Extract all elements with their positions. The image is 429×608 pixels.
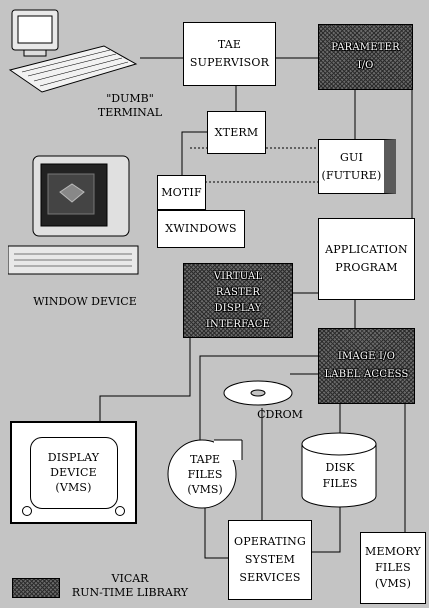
legend-line2: RUN-TIME LIBRARY: [71, 586, 189, 599]
application-line1: APPLICATION: [325, 243, 408, 256]
computer-terminal-icon: [8, 9, 138, 93]
display-device-icon: DISPLAY DEVICE (VMS): [10, 421, 137, 524]
line-xterm-motif: [181, 131, 207, 175]
motif-label: MOTIF: [161, 185, 202, 199]
tae-supervisor-line1: TAE: [217, 38, 242, 51]
xwindows-box: XWINDOWS: [157, 210, 245, 248]
imageio-line2: LABEL ACCESS: [324, 369, 409, 380]
display-device-line1: DISPLAY: [47, 451, 100, 464]
disk-cylinder-icon: [301, 432, 377, 508]
legend-label: VICAR RUN-TIME LIBRARY: [60, 572, 200, 600]
display-knob-left: [22, 506, 32, 516]
os-line3: SERVICES: [239, 571, 301, 584]
application-program-box: APPLICATION PROGRAM: [318, 218, 415, 300]
parameter-io-box: PARAMETER I/O: [318, 24, 413, 90]
tape-line3: (VMS): [187, 483, 223, 496]
tape-line2: FILES: [187, 468, 223, 481]
disk-files-label: DISK FILES: [305, 460, 375, 492]
virtual-raster-display-interface-box: VIRTUAL RASTER DISPLAY INTERFACE: [183, 263, 293, 338]
imageio-line1: IMAGE I/O: [337, 351, 396, 362]
legend-line1: VICAR: [111, 572, 149, 585]
tape-line1: TAPE: [189, 453, 221, 466]
dumb-terminal-line2: TERMINAL: [97, 106, 163, 119]
xterm-label: XTERM: [214, 125, 259, 139]
tae-supervisor-line2: SUPERVISOR: [189, 56, 270, 69]
os-line2: SYSTEM: [244, 553, 296, 566]
cdrom-disc-icon: [223, 380, 293, 406]
cdrom-label: CDROM: [257, 408, 303, 421]
line-imageio-tape: [199, 355, 318, 440]
operating-system-services-box: OPERATING SYSTEM SERVICES: [228, 520, 312, 600]
line-tape-os: [204, 505, 228, 559]
tape-reel-icon: [167, 439, 243, 509]
display-knob-right: [115, 506, 125, 516]
motif-box: MOTIF: [157, 175, 206, 210]
workstation-icon: [8, 155, 139, 275]
memory-line2: FILES: [375, 561, 411, 574]
memory-line3: (VMS): [374, 577, 412, 590]
image-io-label-access-box: IMAGE I/O LABEL ACCESS: [318, 328, 415, 404]
line-disk-os: [312, 505, 341, 553]
vrdi-line1: VIRTUAL: [213, 270, 263, 282]
memory-line1: MEMORY: [365, 545, 421, 558]
disk-line2: FILES: [322, 477, 358, 490]
parameter-io-line2: I/O: [357, 60, 374, 71]
legend-swatch: [12, 578, 60, 598]
memory-files-box: MEMORY FILES (VMS): [360, 532, 426, 604]
gui-line1: GUI: [339, 150, 363, 164]
gui-line2: (FUTURE): [321, 168, 382, 182]
gui-future-box: GUI (FUTURE): [318, 139, 396, 194]
dumb-terminal-line1: "DUMB": [106, 92, 154, 105]
xterm-box: XTERM: [207, 111, 266, 154]
display-device-line3: (VMS): [55, 481, 92, 494]
vrdi-line2: RASTER: [215, 286, 261, 298]
parameter-io-line1: PARAMETER: [331, 42, 400, 53]
window-device-label: WINDOW DEVICE: [33, 295, 137, 308]
application-line2: PROGRAM: [335, 261, 398, 274]
vrdi-line3: DISPLAY: [214, 302, 262, 314]
tae-supervisor-box: TAE SUPERVISOR: [183, 22, 276, 86]
os-line1: OPERATING: [234, 535, 306, 548]
dumb-terminal-label: "DUMB" TERMINAL: [80, 92, 180, 120]
disk-line1: DISK: [325, 461, 355, 474]
tape-files-label: TAPE FILES (VMS): [170, 452, 240, 497]
xwindows-label: XWINDOWS: [165, 222, 237, 235]
display-device-screen: DISPLAY DEVICE (VMS): [29, 436, 118, 509]
display-device-line2: DEVICE: [50, 466, 97, 479]
vrdi-line4: INTERFACE: [205, 318, 271, 330]
line-vrdi-display: [99, 338, 191, 421]
